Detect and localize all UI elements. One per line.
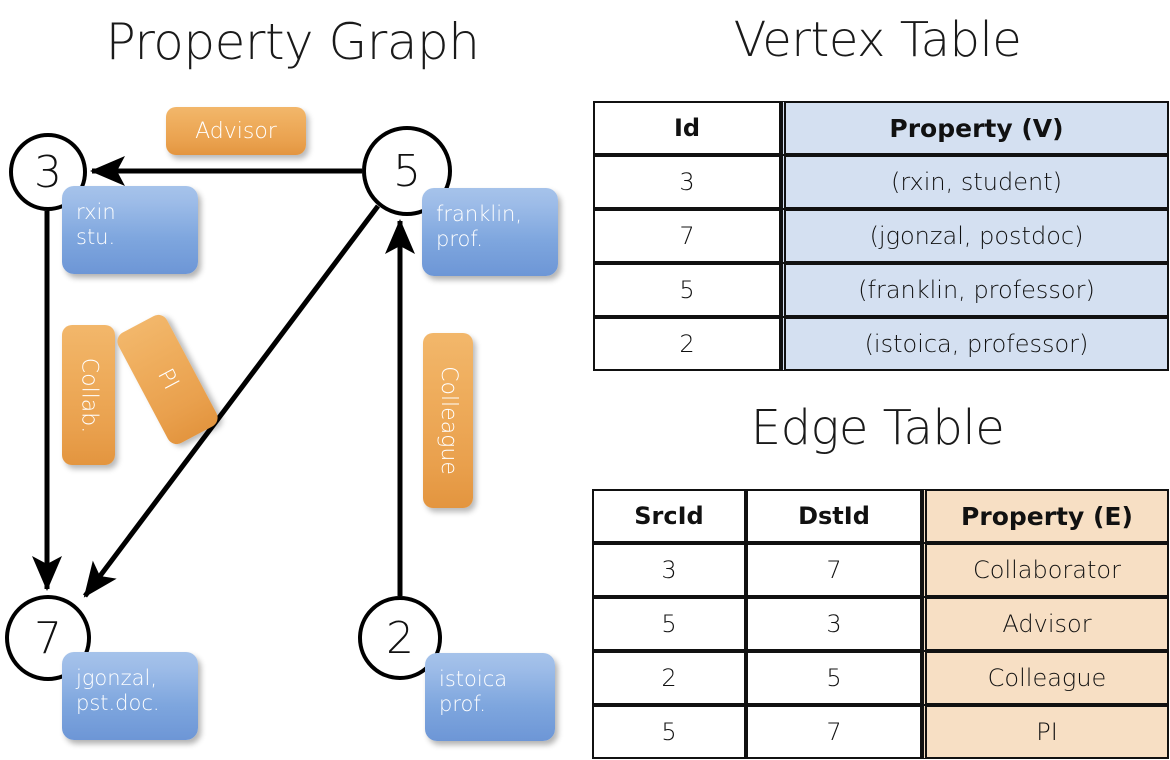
vertex-cell-property: (jgonzal, postdoc) [781,209,1169,263]
edge-label-colleague-text: Colleague [435,366,461,475]
edge-cell-dstid: 5 [746,651,922,705]
edge-cell-srcid: 5 [592,705,746,759]
graph-node-3-label: 3 [34,146,62,198]
node-property-5-line2: prof. [436,227,483,251]
edge-label-collab: Collab. [62,325,115,465]
edge-cell-property: Advisor [922,597,1169,651]
node-property-box-5: franklin, prof. [422,188,558,276]
vertex-cell-property: (rxin, student) [781,155,1169,209]
edge-label-advisor-text: Advisor [195,118,277,144]
edge-table-header-row: SrcId DstId Property (E) [592,489,1169,543]
vertex-cell-property: (istoica, professor) [781,317,1169,371]
edge-label-collab-text: Collab. [76,357,101,433]
table-row: 3 (rxin, student) [593,155,1169,209]
edge-table-header-property: Property (E) [922,489,1169,543]
graph-edges-layer [32,156,415,598]
node-property-box-2: istoica prof. [425,653,555,741]
vertex-table-header-row: Id Property (V) [593,101,1169,155]
node-property-7-line2: pst.doc. [76,691,160,715]
node-property-2-line1: istoica [439,667,508,691]
vertex-cell-property: (franklin, professor) [781,263,1169,317]
graph-node-7-label: 7 [34,612,62,664]
node-property-5-line1: franklin, [436,202,523,226]
node-property-3-line2: stu. [76,225,116,249]
graph-node-5-label: 5 [393,145,421,197]
table-row: 5 7 PI [592,705,1169,759]
vertex-cell-id: 5 [593,263,781,317]
edge-cell-srcid: 3 [592,543,746,597]
node-property-box-3: rxin stu. [62,186,198,274]
edge-table: SrcId DstId Property (E) 3 7 Collaborato… [592,489,1169,759]
edge-table-header-srcid: SrcId [592,489,746,543]
edge-label-colleague: Colleague [423,333,473,508]
graph-node-5[interactable]: 5 [362,126,452,216]
vertex-cell-id: 2 [593,317,781,371]
page-title-edge-table: Edge Table [750,400,1005,456]
edge-label-advisor: Advisor [166,107,306,155]
table-row: 2 (istoica, professor) [593,317,1169,371]
page-title-vertex-table: Vertex Table [733,12,1022,68]
graph-node-2-label: 2 [386,612,414,664]
edge-cell-srcid: 5 [592,597,746,651]
table-row: 3 7 Collaborator [592,543,1169,597]
vertex-table-header-id: Id [593,101,781,155]
vertex-cell-id: 7 [593,209,781,263]
edge-cell-property: PI [922,705,1169,759]
table-row: 2 5 Colleague [592,651,1169,705]
graph-node-2[interactable]: 2 [358,596,442,680]
edge-cell-property: Collaborator [922,543,1169,597]
vertex-table-header-property: Property (V) [781,101,1169,155]
edge-cell-property: Colleague [922,651,1169,705]
edge-5-to-7 [83,204,380,598]
node-property-7-line1: jgonzal, [76,666,157,690]
vertex-table: Id Property (V) 3 (rxin, student) 7 (jgo… [593,101,1169,371]
node-property-2-line2: prof. [439,692,486,716]
edge-cell-dstid: 7 [746,543,922,597]
vertex-cell-id: 3 [593,155,781,209]
edge-cell-dstid: 7 [746,705,922,759]
edge-cell-dstid: 3 [746,597,922,651]
table-row: 7 (jgonzal, postdoc) [593,209,1169,263]
edge-table-header-dstid: DstId [746,489,922,543]
node-property-box-7: jgonzal, pst.doc. [62,652,198,740]
node-property-3-line1: rxin [76,200,116,224]
table-row: 5 (franklin, professor) [593,263,1169,317]
edge-cell-srcid: 2 [592,651,746,705]
page-title-property-graph: Property Graph [105,13,480,71]
table-row: 5 3 Advisor [592,597,1169,651]
edge-label-pi-text: PI [151,364,184,395]
